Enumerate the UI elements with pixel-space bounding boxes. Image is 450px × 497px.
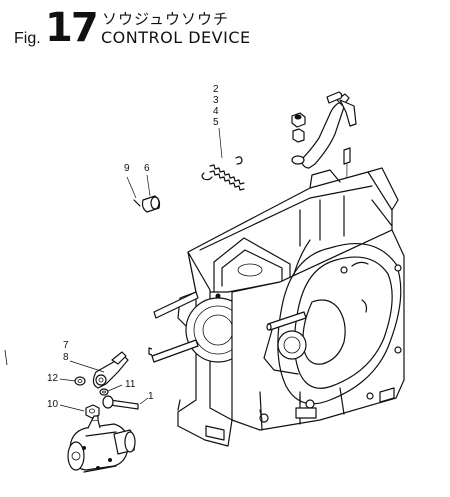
- callout-11: 11: [125, 379, 136, 390]
- callout-2: 2: [213, 84, 219, 95]
- leader-washer: [59, 378, 76, 382]
- callout-10: 10: [47, 399, 59, 410]
- control-lever: [291, 91, 357, 169]
- washer-12: [74, 376, 86, 386]
- control-actuator: [67, 415, 136, 473]
- callout-3: 3: [213, 95, 219, 106]
- bushing: [133, 195, 161, 213]
- figure-title-japanese: ソウジュウソウチ: [102, 10, 229, 28]
- leader-spring: [218, 127, 223, 159]
- callout-1: 1: [148, 391, 154, 402]
- margin-mark: [4, 349, 8, 366]
- spring: [201, 156, 245, 191]
- callout-12: 12: [47, 373, 59, 384]
- washer-11: [99, 388, 109, 396]
- leader-bolt: [139, 397, 149, 405]
- figure-title: CONTROL DEVICE: [101, 28, 251, 47]
- callout-8: 8: [63, 352, 69, 363]
- leader-nut: [59, 404, 85, 412]
- callout-6: 6: [144, 163, 150, 174]
- leader-washer-11: [107, 384, 123, 392]
- callout-5: 5: [213, 117, 219, 128]
- stud-bolts: [148, 291, 307, 363]
- figure-number: 17: [45, 5, 99, 51]
- callout-7: 7: [63, 340, 69, 351]
- gear-case-housing: [177, 167, 405, 447]
- callout-4: 4: [213, 106, 219, 117]
- leader-lever: [69, 360, 105, 373]
- small-lever: [92, 351, 129, 389]
- leader-pin: [126, 176, 137, 199]
- figure-prefix: Fig.: [14, 30, 41, 47]
- callout-9: 9: [124, 163, 130, 174]
- bolt-1: [102, 395, 139, 410]
- lever-nut: [291, 112, 306, 143]
- nut-10: [85, 404, 100, 419]
- leader-bushing: [146, 174, 151, 197]
